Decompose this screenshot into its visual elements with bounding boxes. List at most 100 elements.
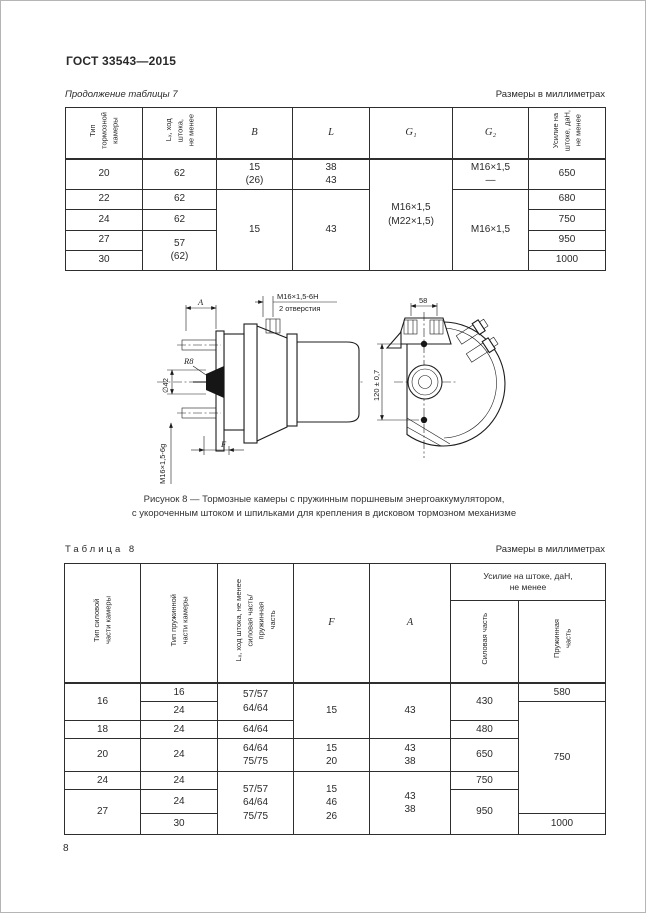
- thread-rod-label: М16×1,5-6g: [158, 444, 167, 484]
- table-row: 30 1000: [65, 249, 606, 271]
- table-cell: 57 (62): [142, 229, 217, 271]
- t7-header-type-label: Тип тормозной камеры: [88, 112, 120, 149]
- table-row: 27 57 (62) 950: [65, 229, 606, 271]
- t8-header-stroke-label: Lₓ, ход штока, не менее силовая часть/ п…: [234, 579, 277, 662]
- dim-f-label: F: [220, 439, 227, 449]
- t8-header-force-power: Силовая часть: [450, 600, 519, 684]
- t7-header-force-label: Усилие на штоке, даН, не менее: [551, 109, 583, 152]
- table7-caption-row: Продолжение таблицы 7 Размеры в миллимет…: [65, 89, 605, 100]
- table-cell: 43 38: [369, 738, 451, 772]
- page-number: 8: [63, 843, 69, 854]
- table-cell: 27: [64, 789, 141, 835]
- table8-caption-row: Таблица 8 Размеры в миллиметрах: [65, 544, 605, 555]
- dim-a-label: A: [197, 297, 204, 307]
- table-cell: 680: [528, 188, 606, 210]
- dia42-label: ∅42: [161, 378, 170, 393]
- table-cell: 64/64 75/75: [217, 738, 294, 772]
- figure-caption-line2: с укороченным штоком и шпильками для кре…: [131, 507, 517, 519]
- figure-caption: Рисунок 8 — Тормозные камеры с пружинным…: [1, 493, 646, 521]
- doc-code: ГОСТ 33543—2015: [66, 54, 177, 68]
- t8-header-type-power-label: Тип силовой части камеры: [92, 596, 113, 645]
- table-cell: 20: [64, 738, 141, 772]
- t8-header-type-spring-label: Тип пружинной части камеры: [168, 594, 189, 647]
- table-row: 27 24 950: [64, 789, 606, 835]
- table-cell: 38 43: [292, 158, 370, 190]
- table-cell: 24: [140, 789, 218, 814]
- table8-units-label: Размеры в миллиметрах: [495, 544, 605, 555]
- table-cell: 57/57 64/64: [217, 682, 294, 721]
- t8-header-force-spring-label: Пружинная часть: [551, 619, 572, 659]
- table-cell: 950: [450, 789, 519, 835]
- table-row: 24 62 750: [65, 208, 606, 231]
- table-cell: 30: [140, 813, 218, 835]
- table-cell: 18: [64, 720, 141, 739]
- table-cell: 750: [528, 208, 606, 231]
- table-cell: 24: [140, 738, 218, 772]
- r8-label: R8: [183, 356, 194, 366]
- table8-title: Таблица 8: [65, 544, 138, 555]
- table-row: 16 16 57/57 64/64 15 43 430 580: [64, 682, 606, 739]
- t7-header-stroke-label: Lₓ, ход штока, не менее: [163, 114, 196, 147]
- table-cell: 30: [65, 249, 143, 271]
- table-cell: 1000: [528, 249, 606, 271]
- table-cell: 15 (26): [216, 158, 293, 190]
- table-cell: 15: [293, 682, 370, 739]
- table-cell: 15 20: [293, 738, 370, 772]
- t8-header-type-power: Тип силовой части камеры: [64, 563, 141, 684]
- table-cell: 750: [518, 701, 606, 814]
- table-cell: 650: [450, 738, 519, 772]
- table-cell: 24: [140, 771, 218, 790]
- table-cell: 64/64: [217, 720, 294, 739]
- table-cell: 62: [142, 208, 217, 231]
- thread-top-label: М16×1,5-6Н: [277, 292, 318, 301]
- table-cell: 20: [65, 158, 143, 190]
- table-cell: М16×1,5 —: [452, 158, 529, 190]
- figure-8-drawing: М16×1,5-6Н 2 отверстия A R8 ∅42 М16×1,5-…: [151, 286, 513, 493]
- table-cell: 27: [65, 229, 143, 251]
- table-cell: 16: [64, 682, 141, 721]
- table-cell: 15: [216, 188, 293, 271]
- table-cell: М16×1,5: [452, 188, 529, 271]
- dim-120-label: 120 ± 0,7: [372, 370, 381, 401]
- table-7: Тип тормозной камеры Lₓ, ход штока, не м…: [65, 107, 606, 271]
- table-cell: 24: [140, 720, 218, 739]
- table-cell: 1000: [518, 813, 606, 835]
- table-cell: 650: [528, 158, 606, 190]
- t8-header-force-power-label: Силовая часть: [479, 613, 489, 665]
- t7-header-l: L: [292, 107, 370, 160]
- t8-header-type-spring: Тип пружинной части камеры: [140, 563, 218, 684]
- t7-header-stroke: Lₓ, ход штока, не менее: [142, 107, 217, 160]
- table-cell: 15 46 26: [293, 771, 370, 835]
- t8-header-force-spring: Пружинная часть: [518, 600, 606, 684]
- holes-count-label: 2 отверстия: [279, 304, 320, 313]
- table-cell: 750: [450, 771, 519, 790]
- figure-caption-line1: Рисунок 8 — Тормозные камеры с пружинным…: [143, 494, 505, 505]
- table-cell: 430: [450, 682, 519, 721]
- table-row: 18 24 64/64 480: [64, 720, 606, 739]
- table-cell: М16×1,5 (М22×1,5): [369, 158, 453, 271]
- table-cell: 43: [292, 188, 370, 271]
- table-cell: 57/57 64/64 75/75: [217, 771, 294, 835]
- table-row: 30 1000: [65, 813, 606, 835]
- table-cell: 580: [518, 682, 606, 702]
- table-cell: 22: [65, 188, 143, 210]
- table-cell: 24: [65, 208, 143, 231]
- table-cell: 24: [64, 771, 141, 790]
- table-cell: 62: [142, 158, 217, 190]
- t7-header-force: Усилие на штоке, даН, не менее: [528, 107, 606, 160]
- t8-header-f: F: [293, 563, 370, 684]
- table-row: 22 62 15 43 М16×1,5 680: [65, 188, 606, 271]
- table-row: 20 62 15 (26) 38 43 М16×1,5 (М22×1,5) М1…: [65, 158, 606, 271]
- table-cell: 43: [369, 682, 451, 739]
- table7-continuation-label: Продолжение таблицы 7: [65, 89, 178, 100]
- table-cell: 62: [142, 188, 217, 210]
- table-cell: 16: [140, 682, 218, 702]
- t7-header-g2: G₂: [452, 107, 529, 160]
- table-cell: 950: [528, 229, 606, 251]
- table-row: 24 750: [65, 701, 606, 814]
- table-cell: 43 38: [369, 771, 451, 835]
- t8-header-stroke: Lₓ, ход штока, не менее силовая часть/ п…: [217, 563, 294, 684]
- table7-units-label: Размеры в миллиметрах: [495, 89, 605, 100]
- table-row: 24 24 57/57 64/64 75/75 15 46 26 43 38 7…: [64, 771, 606, 835]
- t7-header-g1: G₁: [369, 107, 453, 160]
